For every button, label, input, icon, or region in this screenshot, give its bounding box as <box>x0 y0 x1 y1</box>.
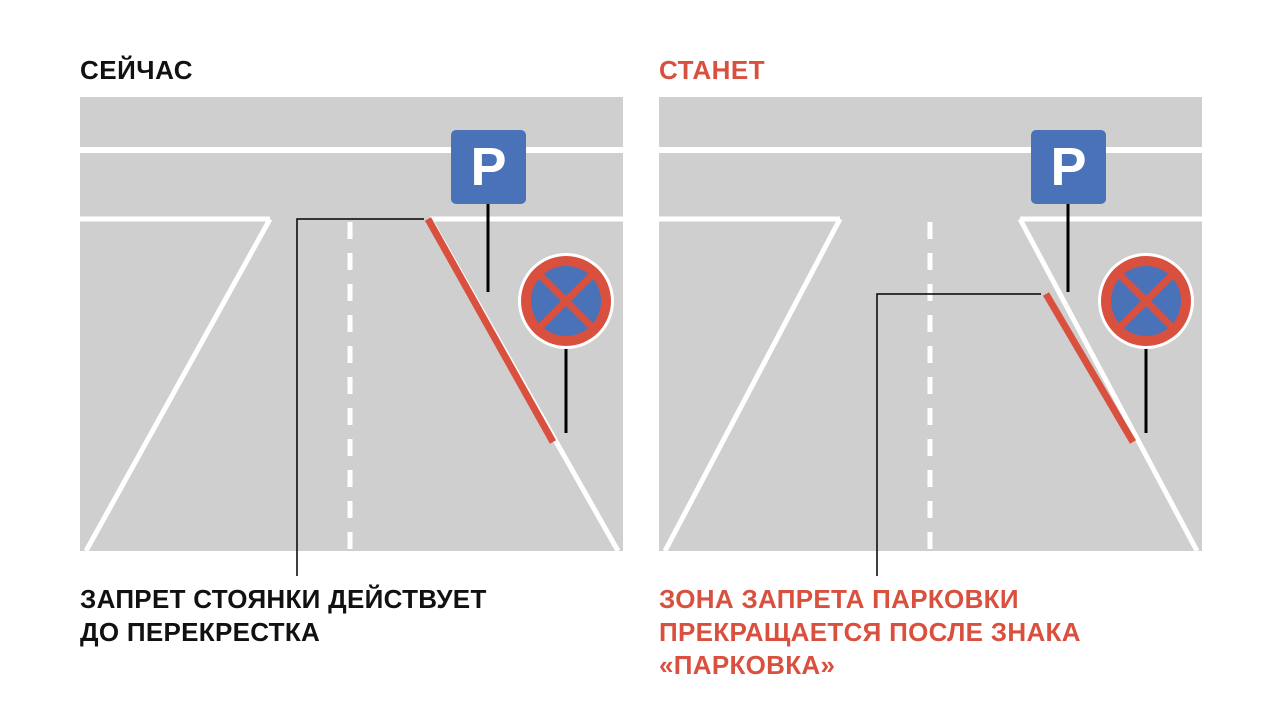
left-road-scheme: P <box>80 97 623 576</box>
left-parking-sign: P <box>451 130 526 204</box>
right-callout-leader <box>876 293 1041 576</box>
right-parking-sign-plate <box>1031 130 1106 204</box>
caption-will-be-line-1: ЗОНА ЗАПРЕТА ПАРКОВКИ <box>659 584 1019 614</box>
caption-now: ЗАПРЕТ СТОЯНКИ ДЕЙСТВУЕТ ДО ПЕРЕКРЕСТКА <box>80 583 487 649</box>
left-parking-sign-plate <box>451 130 526 204</box>
left-callout-leader <box>296 218 424 576</box>
caption-now-line-2: ДО ПЕРЕКРЕСТКА <box>80 617 321 647</box>
right-parking-sign-letter: P <box>1050 137 1086 197</box>
right-no-parking-zone-line <box>1042 292 1137 444</box>
left-road-edge-left <box>83 217 273 553</box>
caption-will-be: ЗОНА ЗАПРЕТА ПАРКОВКИ ПРЕКРАЩАЕТСЯ ПОСЛЕ… <box>659 583 1081 682</box>
caption-will-be-line-3: «ПАРКОВКА» <box>659 650 836 680</box>
caption-now-line-1: ЗАПРЕТ СТОЯНКИ ДЕЙСТВУЕТ <box>80 584 487 614</box>
right-road-edge-left <box>662 217 843 553</box>
title-will-be: СТАНЕТ <box>659 55 766 85</box>
right-road-edge-right <box>1017 217 1200 553</box>
left-no-parking-zone-line <box>424 217 557 444</box>
right-no-stopping-sign <box>1098 253 1194 349</box>
right-parking-sign: P <box>1031 130 1106 204</box>
right-road-scheme: P <box>659 97 1202 576</box>
left-parking-sign-letter: P <box>470 137 506 197</box>
left-no-stopping-sign <box>518 253 614 349</box>
title-now: СЕЙЧАС <box>80 55 193 85</box>
caption-will-be-line-2: ПРЕКРАЩАЕТСЯ ПОСЛЕ ЗНАКА <box>659 617 1081 647</box>
